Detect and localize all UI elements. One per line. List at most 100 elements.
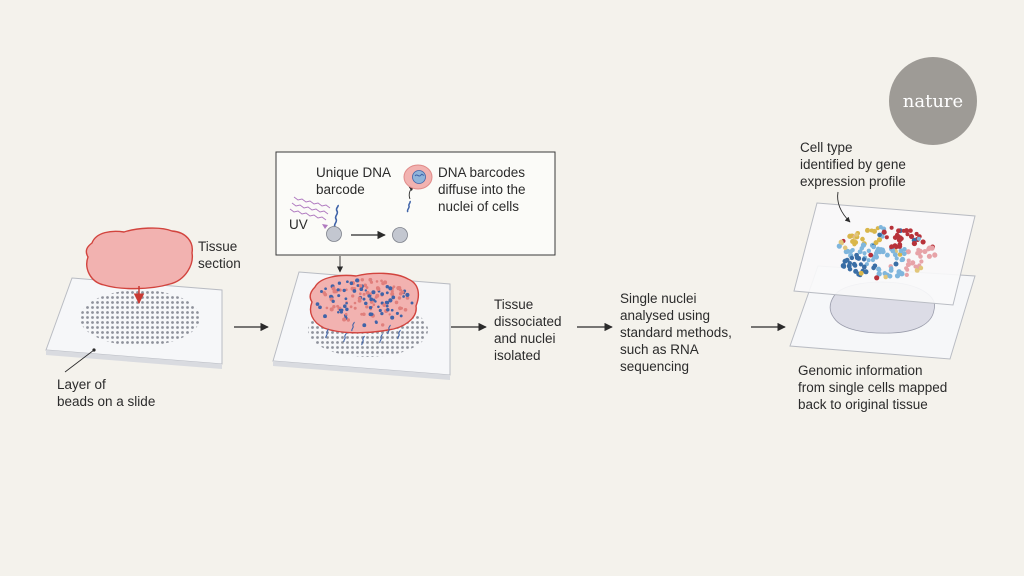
cell-type-dot [876, 271, 882, 277]
tissue-nucleus-dot [338, 308, 342, 312]
label-line: identified by gene [800, 157, 906, 172]
tissue-nucleus-dot [364, 289, 368, 292]
label-line: expression profile [800, 174, 906, 189]
tissue-nucleus-dot [337, 294, 341, 298]
tissue-nucleus-dot [375, 293, 380, 298]
cell-type-dot [862, 251, 867, 256]
tissue-nucleus-dot [365, 286, 369, 289]
tissue-nucleus-dot [395, 311, 399, 315]
tissue-nucleus-dot [385, 291, 389, 295]
tissue-nucleus-dot [381, 281, 385, 286]
cell-type-dot [896, 237, 903, 243]
tissue-nucleus-dot [388, 286, 393, 291]
cell-type-dot [873, 250, 879, 256]
cell-type-dot [881, 229, 887, 235]
tissue-nucleus-dot [329, 307, 334, 312]
cell-type-dot [836, 243, 842, 249]
tissue-nucleus-dot [342, 288, 346, 293]
cell-type-dot [852, 242, 857, 247]
tissue-nucleus-dot [332, 289, 337, 294]
cell-type-dot [863, 269, 869, 275]
tissue-nucleus-dot [318, 305, 322, 310]
tissue-nucleus-dot [332, 305, 336, 309]
cell-type-dot [864, 262, 869, 267]
slide-2-edge [273, 361, 450, 380]
diffusing-barcode [325, 328, 329, 339]
tissue-nucleus-dot [336, 288, 340, 292]
cell-type-dot [919, 259, 924, 264]
tissue-nucleus-dot [324, 287, 327, 291]
barcode-in-nucleus [414, 173, 425, 177]
tissue-nucleus-dot [392, 285, 396, 289]
label-barcodes-diffuse: DNA barcodes diffuse into the nuclei of … [438, 164, 526, 215]
tissue-nucleus-dot [380, 279, 383, 283]
stage1-slide-group [45, 227, 223, 373]
cell-type-dot [893, 261, 899, 267]
diffusing-barcode [397, 329, 401, 340]
cell-type-dot [870, 257, 876, 263]
cell-type-dot [892, 235, 898, 241]
cell-type-dot [903, 228, 910, 234]
beads-callout-dot [92, 348, 96, 352]
cell-type-dot [847, 260, 853, 266]
label-beads-layer: Layer of beads on a slide [57, 376, 155, 410]
tissue-nucleus-dot [397, 296, 402, 300]
tissue-nucleus-dot [369, 297, 374, 302]
label-line: Single nuclei [620, 291, 697, 306]
cell-type-dot [905, 249, 911, 255]
label-line: nuclei of cells [438, 199, 520, 214]
tissue-nucleus-dot [358, 284, 363, 288]
cell-type-dot [918, 265, 924, 271]
tissue-nucleus-dot [357, 296, 362, 301]
label-tissue-section: Tissue section [198, 238, 241, 272]
tissue-nucleus-dot [362, 312, 366, 317]
cell-type-dot [896, 228, 901, 234]
cell-type-dot [868, 252, 874, 258]
cell-type-dot [860, 242, 867, 248]
tissue-nucleus-dot [370, 312, 374, 316]
uv-rays [289, 196, 331, 221]
label-line: beads on a slide [57, 394, 156, 409]
tissue-nucleus-dot [362, 297, 366, 301]
cell-type-dot [897, 243, 903, 249]
cell-type-dot [932, 252, 938, 258]
tissue-nucleus-dot [399, 288, 402, 292]
label-line: such as RNA [620, 342, 699, 357]
cell-type-dot [877, 232, 882, 238]
tissue-nucleus-dot [360, 278, 365, 282]
tissue-nucleus-dot [375, 280, 379, 283]
label-line: and nuclei [494, 331, 556, 346]
tissue-nucleus-dot [400, 290, 405, 294]
cell-type-dot [908, 233, 915, 239]
label-line: UV [289, 217, 308, 232]
cell-type-dot [861, 257, 867, 262]
cell-type-dot [860, 236, 865, 242]
tissue-nucleus-dot [358, 292, 362, 296]
tissue-nucleus-dot [362, 323, 367, 328]
cell-type-dot [913, 264, 918, 269]
label-line: Tissue [494, 297, 534, 312]
barcode-strand-1 [333, 204, 339, 228]
cell-type-dot [854, 232, 859, 237]
cell-type-dot [847, 233, 853, 239]
tissue-nucleus-dot [356, 284, 360, 287]
cell-type-dot [902, 246, 907, 252]
cell-type-dot [905, 232, 910, 237]
label-line: barcode [316, 182, 365, 197]
cell-type-dot [852, 263, 858, 268]
tissue-nucleus-dot [371, 290, 376, 295]
bead-inset-1 [326, 226, 342, 242]
tissue-nucleus-dot [365, 305, 369, 309]
cell-type-dot [841, 264, 847, 269]
bead-inset-2 [392, 227, 408, 243]
cell-type-dot [910, 261, 915, 266]
label-line: Layer of [57, 377, 106, 392]
tissue-nucleus-dot [372, 303, 376, 306]
cell-type-dot [844, 258, 849, 263]
diffusing-barcode [343, 332, 347, 343]
tissue-nucleus-dot [359, 287, 364, 292]
label-unique-barcode: Unique DNA barcode [316, 164, 391, 198]
cell-type-dot [914, 231, 919, 236]
diffusing-barcode [361, 335, 365, 346]
